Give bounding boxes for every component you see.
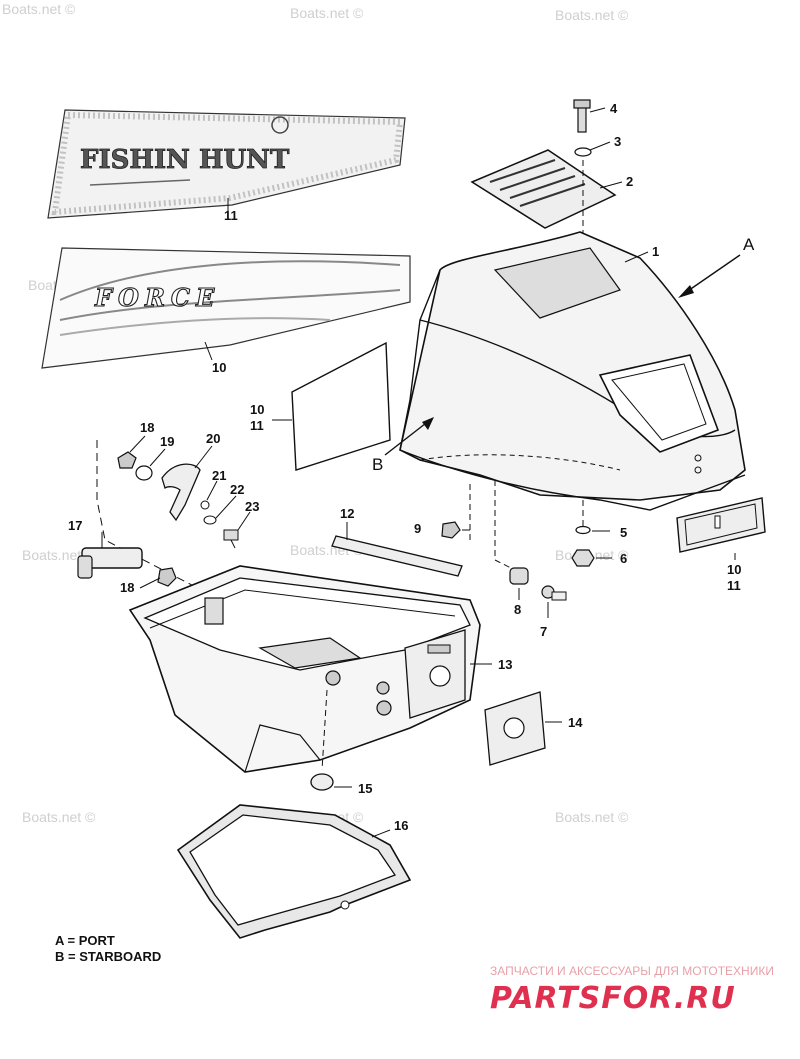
watermark: Boats.net © (290, 5, 364, 21)
cover-plate (484, 691, 562, 766)
top-cowl (384, 99, 746, 530)
label-A: A (743, 235, 755, 254)
label-20: 20 (206, 431, 220, 446)
seal-rod (331, 522, 463, 577)
watermark: Boats.net © (2, 1, 76, 17)
label-4: 4 (610, 101, 618, 116)
label-9: 9 (414, 521, 421, 536)
label-3: 3 (614, 134, 621, 149)
decal-force: FORCE (41, 247, 411, 369)
bottom-cowl (128, 565, 492, 773)
label-13: 13 (498, 657, 512, 672)
decal-plate-right (676, 497, 766, 560)
decal-force-text: FORCE (94, 283, 220, 312)
decal-fishin-hunt-text: FISHIN HUNT (80, 145, 290, 175)
cowl-seal (176, 804, 412, 939)
plug (310, 773, 352, 791)
label-12: 12 (340, 506, 354, 521)
label-10-force: 10 (212, 360, 226, 375)
label-21: 21 (212, 468, 226, 483)
label-22: 22 (230, 482, 244, 497)
label-23: 23 (245, 499, 259, 514)
label-18-bottom: 18 (120, 580, 134, 595)
legend: A = PORT B = STARBOARD (55, 933, 161, 964)
label-16: 16 (394, 818, 408, 833)
legend-starboard: B = STARBOARD (55, 949, 161, 964)
brand-footer: ЗАПЧАСТИ И АКСЕССУАРЫ ДЛЯ МОТОТЕХНИКИ PA… (490, 964, 774, 1016)
label-14: 14 (568, 715, 583, 730)
nut-washer (571, 525, 612, 567)
brand-tagline: ЗАПЧАСТИ И АКСЕССУАРЫ ДЛЯ МОТОТЕХНИКИ (490, 964, 774, 978)
label-15: 15 (358, 781, 372, 796)
label-17: 17 (68, 518, 82, 533)
watermark: Boats.net © (555, 809, 629, 825)
legend-port: A = PORT (55, 933, 115, 948)
label-10-right: 10 (727, 562, 741, 577)
label-B: B (372, 455, 383, 474)
label-7: 7 (540, 624, 547, 639)
label-1: 1 (652, 244, 659, 259)
latch-hardware (77, 435, 251, 611)
label-11-right: 11 (727, 578, 741, 593)
decal-plate-left (272, 341, 391, 471)
label-19: 19 (160, 434, 174, 449)
watermark: Boats.net © (22, 809, 96, 825)
part-labels: 4 3 2 1 A B 11 10 10 11 10 11 5 6 7 8 9 … (68, 101, 755, 833)
label-18-top: 18 (140, 420, 154, 435)
label-11-fishin: 11 (224, 208, 238, 223)
watermark: Boats.net © (555, 7, 629, 23)
label-2: 2 (626, 174, 633, 189)
small-hardware (441, 480, 567, 618)
label-5: 5 (620, 525, 627, 540)
decal-fishin-hunt: FISHIN HUNT (47, 109, 406, 219)
label-10-plate: 10 (250, 402, 264, 417)
label-11-plate: 11 (250, 418, 264, 433)
brand-logo: PARTSFOR.RU (490, 981, 736, 1016)
label-6: 6 (620, 551, 627, 566)
label-8: 8 (514, 602, 521, 617)
